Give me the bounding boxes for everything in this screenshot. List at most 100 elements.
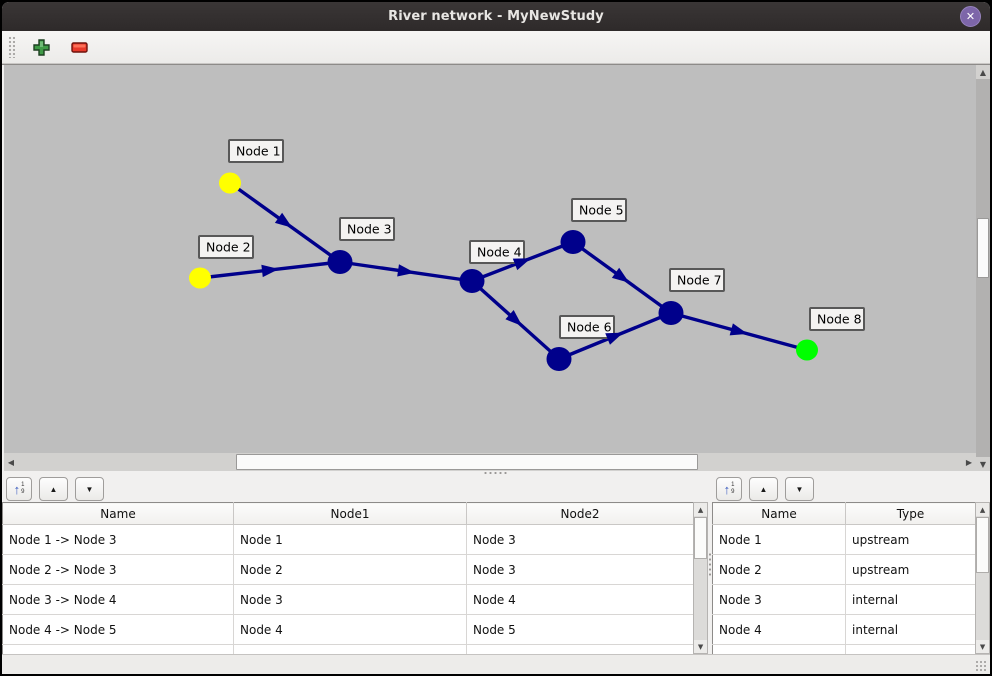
splitter-grip-icon — [708, 552, 712, 578]
remove-button[interactable] — [67, 35, 91, 59]
canvas-area: Node 1 Node 2 Node 3 Node 4 Node 5 Node 6 Node… — [2, 64, 990, 471]
flow-direction-arrow-icon — [397, 264, 415, 277]
titlebar[interactable]: River network - MyNewStudy ✕ — [2, 2, 990, 31]
column-header[interactable]: Node2 — [466, 502, 694, 525]
table-cell[interactable]: Node 3 — [466, 554, 694, 585]
river-node[interactable] — [546, 347, 572, 371]
column-header[interactable]: Name — [2, 502, 234, 525]
horizontal-splitter[interactable] — [2, 470, 990, 476]
flow-direction-arrow-icon — [505, 310, 523, 327]
table-cell[interactable]: Node 3 — [712, 584, 846, 615]
scroll-up-button[interactable]: ▲ — [694, 503, 708, 516]
close-button[interactable]: ✕ — [960, 6, 981, 27]
table-cell[interactable]: Node 3 — [466, 524, 694, 555]
table-cell[interactable]: upstream — [845, 524, 976, 555]
table-cell[interactable]: internal — [845, 584, 976, 615]
node-label[interactable]: Node 3 — [339, 217, 395, 241]
node-label-text: Node 4 — [477, 245, 522, 260]
table-cell[interactable]: Node 4 — [233, 614, 467, 645]
table-cell[interactable]: Node 4 — [466, 584, 694, 615]
node-label[interactable]: Node 8 — [809, 307, 865, 331]
toolbar-grip-handle[interactable] — [8, 36, 15, 58]
network-canvas[interactable]: Node 1 Node 2 Node 3 Node 4 Node 5 Node 6 Node… — [4, 65, 976, 453]
table-cell[interactable]: Node 3 -> Node 4 — [2, 584, 234, 615]
river-node[interactable] — [219, 172, 241, 194]
scroll-up-button[interactable]: ▲ — [976, 65, 990, 79]
scroll-down-button[interactable]: ▼ — [976, 457, 990, 471]
scroll-up-button[interactable]: ▲ — [976, 503, 990, 516]
table-cell[interactable]: Node 1 — [712, 524, 846, 555]
table-cell[interactable]: Node 3 — [233, 584, 467, 615]
canvas-vertical-scrollbar[interactable]: ▲ ▼ — [976, 65, 990, 471]
move-down-button[interactable]: ▼ — [785, 477, 814, 501]
table-cell[interactable]: upstream — [845, 554, 976, 585]
table-cell[interactable]: Node 4 — [712, 614, 846, 645]
scrollbar-thumb[interactable] — [976, 517, 990, 573]
right-arrow-icon: ▶ — [965, 457, 973, 467]
vertical-splitter[interactable] — [708, 476, 712, 654]
table-cell[interactable]: Node 1 — [233, 524, 467, 555]
node-label[interactable]: Node 1 — [228, 139, 284, 163]
table-cell[interactable]: internal — [845, 614, 976, 645]
toolbar — [2, 31, 990, 64]
table-cell[interactable]: Node 5 — [466, 614, 694, 645]
table-cell[interactable]: Node 4 -> Node 5 — [2, 614, 234, 645]
up-arrow-icon: ▲ — [49, 484, 58, 494]
column-header[interactable]: Type — [845, 502, 976, 525]
scroll-right-button[interactable]: ▶ — [962, 453, 976, 471]
add-button[interactable] — [29, 35, 53, 59]
node-label[interactable]: Node 5 — [571, 198, 627, 222]
nodes-table-scrollbar[interactable]: ▲ ▼ — [975, 502, 990, 654]
table-cell[interactable]: Node 1 -> Node 3 — [2, 524, 234, 555]
up-arrow-icon: ▲ — [979, 67, 987, 77]
river-node[interactable] — [658, 301, 684, 325]
move-down-button[interactable]: ▼ — [75, 477, 104, 501]
node-label-text: Node 8 — [817, 312, 862, 327]
vertical-scrollbar-thumb[interactable] — [977, 218, 989, 278]
move-up-button[interactable]: ▲ — [39, 477, 68, 501]
node-label[interactable]: Node 2 — [198, 235, 254, 259]
table-cell[interactable]: Node 2 — [712, 554, 846, 585]
edges-table-scrollbar[interactable]: ▲ ▼ — [693, 502, 708, 654]
river-node[interactable] — [796, 339, 818, 361]
move-up-button[interactable]: ▲ — [749, 477, 778, 501]
column-header[interactable]: Name — [712, 502, 846, 525]
node-label[interactable]: Node 6 — [559, 315, 615, 339]
river-node[interactable] — [560, 230, 586, 254]
river-node[interactable] — [327, 250, 353, 274]
scroll-down-button[interactable]: ▼ — [694, 640, 708, 653]
window-resize-grip[interactable] — [975, 660, 986, 671]
table-cell[interactable]: Node 2 -> Node 3 — [2, 554, 234, 585]
node-label[interactable]: Node 4 — [469, 240, 525, 264]
scroll-down-button[interactable]: ▼ — [976, 640, 990, 653]
window-title: River network - MyNewStudy — [388, 9, 604, 24]
river-node[interactable] — [189, 267, 211, 289]
horizontal-scrollbar-thumb[interactable] — [236, 454, 698, 470]
splitter-grip-icon — [483, 471, 509, 475]
canvas-horizontal-scrollbar[interactable]: ◀ ▶ — [4, 453, 976, 471]
scrollbar-thumb[interactable] — [694, 517, 708, 559]
node-label-text: Node 3 — [347, 222, 392, 237]
table-row-partial — [2, 644, 694, 654]
node-label-text: Node 2 — [206, 240, 251, 255]
node-label-text: Node 6 — [567, 320, 612, 335]
river-network-diagram: Node 1 Node 2 Node 3 Node 4 Node 5 Node 6 Node… — [4, 65, 976, 453]
node-label[interactable]: Node 7 — [669, 268, 725, 292]
table-cell[interactable]: Node 2 — [233, 554, 467, 585]
scroll-left-button[interactable]: ◀ — [4, 453, 18, 471]
river-node[interactable] — [459, 269, 485, 293]
column-header[interactable]: Node1 — [233, 502, 467, 525]
